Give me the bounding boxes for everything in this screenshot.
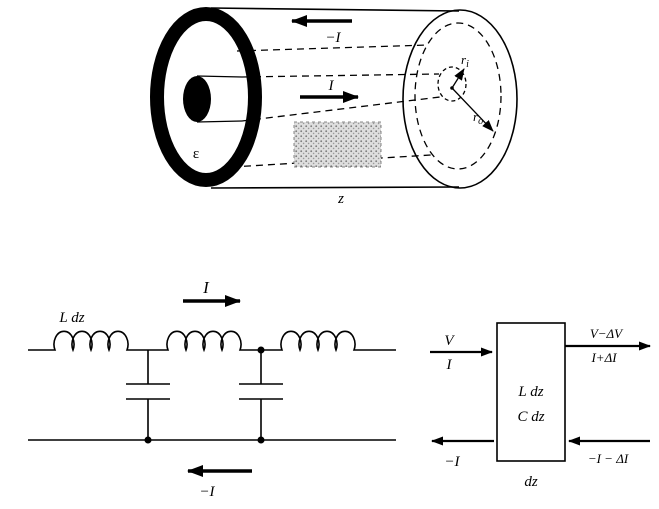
coax-body-bottom-line [210, 186, 460, 189]
coax-front-conductor-ring [150, 7, 262, 187]
box-input-voltage-label: V [444, 333, 455, 349]
box-return-right-label: −I − ΔI [588, 451, 629, 466]
coax-return-current-label: −I [325, 30, 341, 46]
coax-inner-stub-top-line [196, 75, 243, 78]
ladder-return-current-label: −I [199, 484, 215, 500]
box-length-label: dz [524, 474, 538, 490]
lumped-element-box [496, 322, 566, 462]
coax-dashed-inner-top-line [241, 73, 440, 78]
box-capacitance-label: C dz [517, 409, 544, 425]
box-input-current-label: I [446, 357, 453, 373]
box-output-voltage-label: V−ΔV [590, 326, 624, 341]
box-inductance-label: L dz [517, 384, 543, 400]
lumped-element-box-diagram: V I V−ΔV I+ΔI L dz C dz −I −I − ΔI dz [430, 322, 651, 490]
box-output-current-label: I+ΔI [590, 350, 617, 365]
coax-dielectric-sample [293, 121, 382, 168]
node-dot [257, 346, 265, 354]
ladder-forward-current-label: I [202, 278, 210, 297]
coax-z-axis-label: z [337, 191, 344, 207]
coax-inner-radius-arrow [451, 68, 465, 89]
coax-end-dashed-outer-ellipse [414, 22, 502, 170]
coax-outer-radius-label: ro [473, 109, 483, 127]
ladder-inductor-label: L dz [58, 310, 84, 326]
coax-cable-diagram: −I I ε z ri ro [150, 7, 518, 207]
coax-end-dashed-inner-circle [437, 66, 467, 102]
ladder-network-diagram: L dz I −I [28, 278, 396, 500]
coax-dashed-outer-top-line [236, 44, 429, 52]
coax-end-outer-ellipse [402, 9, 518, 189]
coax-inner-radius-label: ri [461, 52, 469, 70]
coax-forward-current-label: I [328, 78, 335, 94]
node-dot [144, 436, 152, 444]
coax-inner-stub-bottom-line [196, 120, 243, 123]
coax-dashed-inner-bottom-line [241, 96, 441, 122]
node-dot [257, 436, 265, 444]
coax-body-top-line [210, 7, 460, 12]
ladder-top-wire-with-inductors [28, 330, 396, 353]
coax-inner-conductor-face [183, 76, 211, 122]
box-return-left-label: −I [444, 454, 460, 470]
coax-epsilon-label: ε [193, 146, 199, 162]
coax-outer-radius-arrow [451, 87, 494, 132]
